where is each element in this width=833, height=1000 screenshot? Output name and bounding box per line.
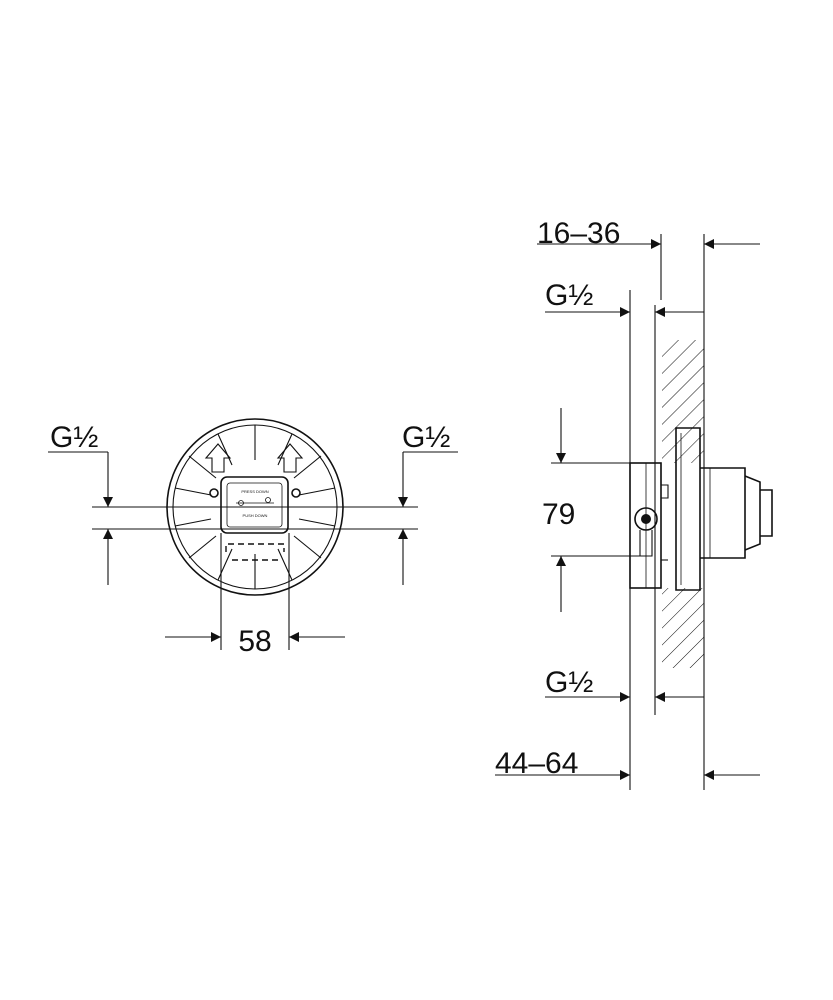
front-view: PRESS DOWN PUSH DOWN G½ G½ <box>48 418 458 658</box>
width-dimension: 58 <box>165 533 345 658</box>
thread-callout-left: G½ <box>48 421 113 585</box>
screw-hole-right <box>291 488 301 498</box>
side-view: 16–36 G½ 79 G½ 44–64 <box>495 217 773 790</box>
height-dimension: 79 <box>542 408 640 612</box>
thread-label-right: G½ <box>402 421 450 454</box>
cover-housing <box>675 427 701 591</box>
up-arrow-left-icon <box>204 443 232 473</box>
screw-hole-left <box>209 488 219 498</box>
mounting-plate-inner <box>226 482 283 528</box>
wall-hatch-lower <box>662 588 704 668</box>
height-label: 79 <box>542 498 575 531</box>
width-label: 58 <box>238 625 271 658</box>
up-arrow-right-icon <box>276 443 304 473</box>
wall-range-label: 16–36 <box>537 217 620 250</box>
plate-text-bottom: PUSH DOWN <box>243 513 268 518</box>
valve-body <box>629 462 662 589</box>
plate-text-top: PRESS DOWN <box>241 489 268 494</box>
plate-symbol-right-icon <box>265 497 271 503</box>
valve-body-step-top <box>660 463 669 499</box>
valve-port-core-icon <box>641 514 651 524</box>
top-thread-label: G½ <box>545 279 593 312</box>
mounting-plate <box>220 476 289 534</box>
bottom-thread-dimension: G½ <box>545 666 704 702</box>
depth-range-dimension: 44–64 <box>495 747 760 780</box>
thread-callout-right: G½ <box>398 421 458 585</box>
wall-hatch-upper <box>662 340 704 463</box>
valve-port-icon <box>634 507 658 531</box>
wall-range-dimension: 16–36 <box>537 217 760 250</box>
plate-symbol-left-icon <box>238 500 244 506</box>
spindle-tip <box>760 489 773 537</box>
depth-range-label: 44–64 <box>495 747 578 780</box>
thread-label-left: G½ <box>50 421 98 454</box>
spindle-housing <box>700 467 746 559</box>
top-thread-dimension: G½ <box>545 279 704 317</box>
hidden-outline <box>225 543 285 561</box>
spindle-cap <box>744 475 761 551</box>
bottom-thread-label: G½ <box>545 666 593 699</box>
valve-outlet <box>639 530 653 557</box>
